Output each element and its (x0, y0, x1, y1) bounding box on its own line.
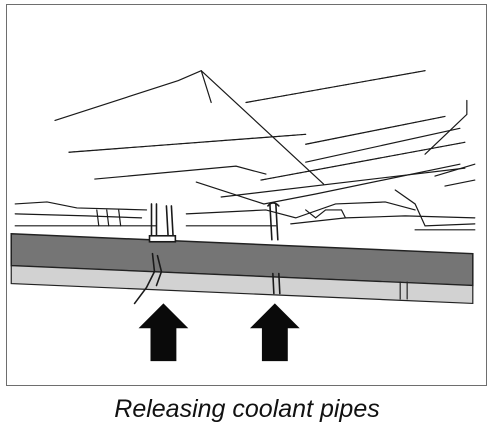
up-arrow-right (249, 303, 300, 362)
coolant-pipe (10, 233, 474, 305)
engine-bay-detail-lines (68, 70, 465, 181)
engine-bay-sketch (14, 69, 476, 231)
figure-caption: Releasing coolant pipes (114, 395, 380, 423)
pipe-clip-left (133, 203, 177, 305)
up-arrow-left (138, 303, 189, 362)
illustration-panel (6, 4, 487, 386)
pipe-clip-right (267, 202, 281, 295)
